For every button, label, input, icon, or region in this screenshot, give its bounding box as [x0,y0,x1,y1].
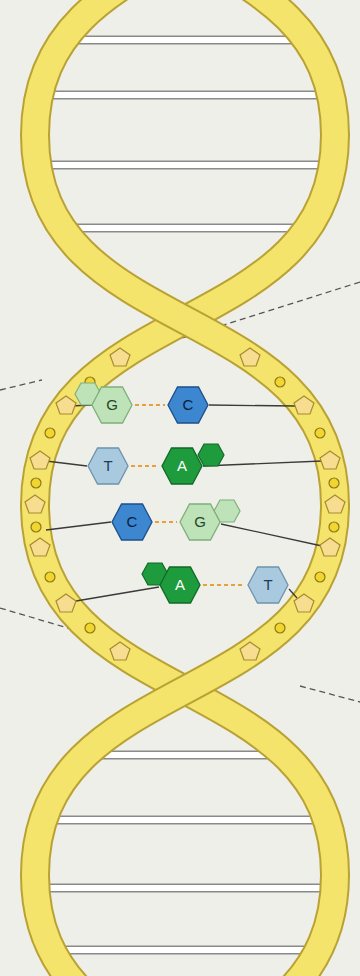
hexagon-shape [88,448,128,484]
rung-outline [55,946,315,955]
phosphate-circle [329,522,339,532]
rungs [45,40,325,950]
dna-strand [35,0,335,976]
sugar-pentagon [320,538,340,556]
rung [45,817,325,823]
rung-outline [45,161,325,170]
phosphate-circle [31,522,41,532]
base-letter: C [127,514,138,531]
phosphate-circle [31,478,41,488]
hexagon-shape [248,567,288,603]
base-hexagon: C [111,503,153,541]
base-hexagon: G [179,503,221,541]
rung-outline [45,91,325,100]
rung [45,92,325,98]
base-hexagon: G [91,386,133,424]
glycosidic-bond [46,522,111,530]
phosphate-circle [315,428,325,438]
hydrogen-bond [135,404,165,406]
base-letter: A [177,458,187,475]
sugar-pentagon [56,594,76,612]
leader-line [0,380,42,390]
rung [60,37,310,43]
base-letter: G [106,397,118,414]
sugar-pentagon [30,538,50,556]
rung-outline [72,224,298,233]
glycosidic-bond [46,461,87,466]
strand-outline [35,0,335,976]
sugar-pentagon [294,594,314,612]
strand-outline [35,0,335,976]
rung [45,885,325,891]
hexagon-shape [168,387,208,423]
rung [55,947,315,953]
glycosidic-bond [221,524,322,546]
base-hexagon: A [159,566,201,604]
sugar-pentagon [320,451,340,469]
leader-line [300,686,360,702]
hydrogen-bond [203,584,245,586]
hexagon-shape [162,448,202,484]
rung [45,162,325,168]
base-letter: T [263,577,272,594]
rung [72,225,298,231]
glycosidic-bond [76,587,159,601]
glycosidic-bond [289,589,297,598]
base-letter: C [183,397,194,414]
sugar-pentagon [30,451,50,469]
sugar-pentagon [56,396,76,414]
base-letter: G [194,514,206,531]
base-hexagon: T [247,566,289,604]
rung-outline [45,816,325,825]
hexagon-shape [180,504,220,540]
rung-outline [60,36,310,45]
hydrogen-bond [131,465,159,467]
base-letter: A [175,577,185,594]
phosphate-circle [329,478,339,488]
base-letter: T [103,458,112,475]
glycosidic-bond [209,405,296,406]
hexagon-shape [160,567,200,603]
hexagon-shape [92,387,132,423]
sugar-pentagon [25,495,45,513]
base-hexagon: T [87,447,129,485]
phosphate-circle [85,623,95,633]
dna-strand [35,0,335,976]
callout-lines [0,282,360,702]
sugar-pentagon [325,495,345,513]
phosphate-circle [275,377,285,387]
phosphates [31,377,339,633]
hexagon-shape [112,504,152,540]
purine-ring [198,444,224,466]
sugar-pentagon [240,642,260,660]
sugar-pentagon [110,348,130,366]
base-hexagon: A [161,447,203,485]
phosphate-circle [45,572,55,582]
phosphate-circle [315,572,325,582]
rung-outline [45,884,325,893]
phosphate-circle [275,623,285,633]
base-hexagon: C [167,386,209,424]
sugar-pentagon [110,642,130,660]
phosphate-circle [45,428,55,438]
sugar-pentagon [294,396,314,414]
sugars [25,348,345,660]
sugar-pentagon [240,348,260,366]
hydrogen-bond [155,521,177,523]
